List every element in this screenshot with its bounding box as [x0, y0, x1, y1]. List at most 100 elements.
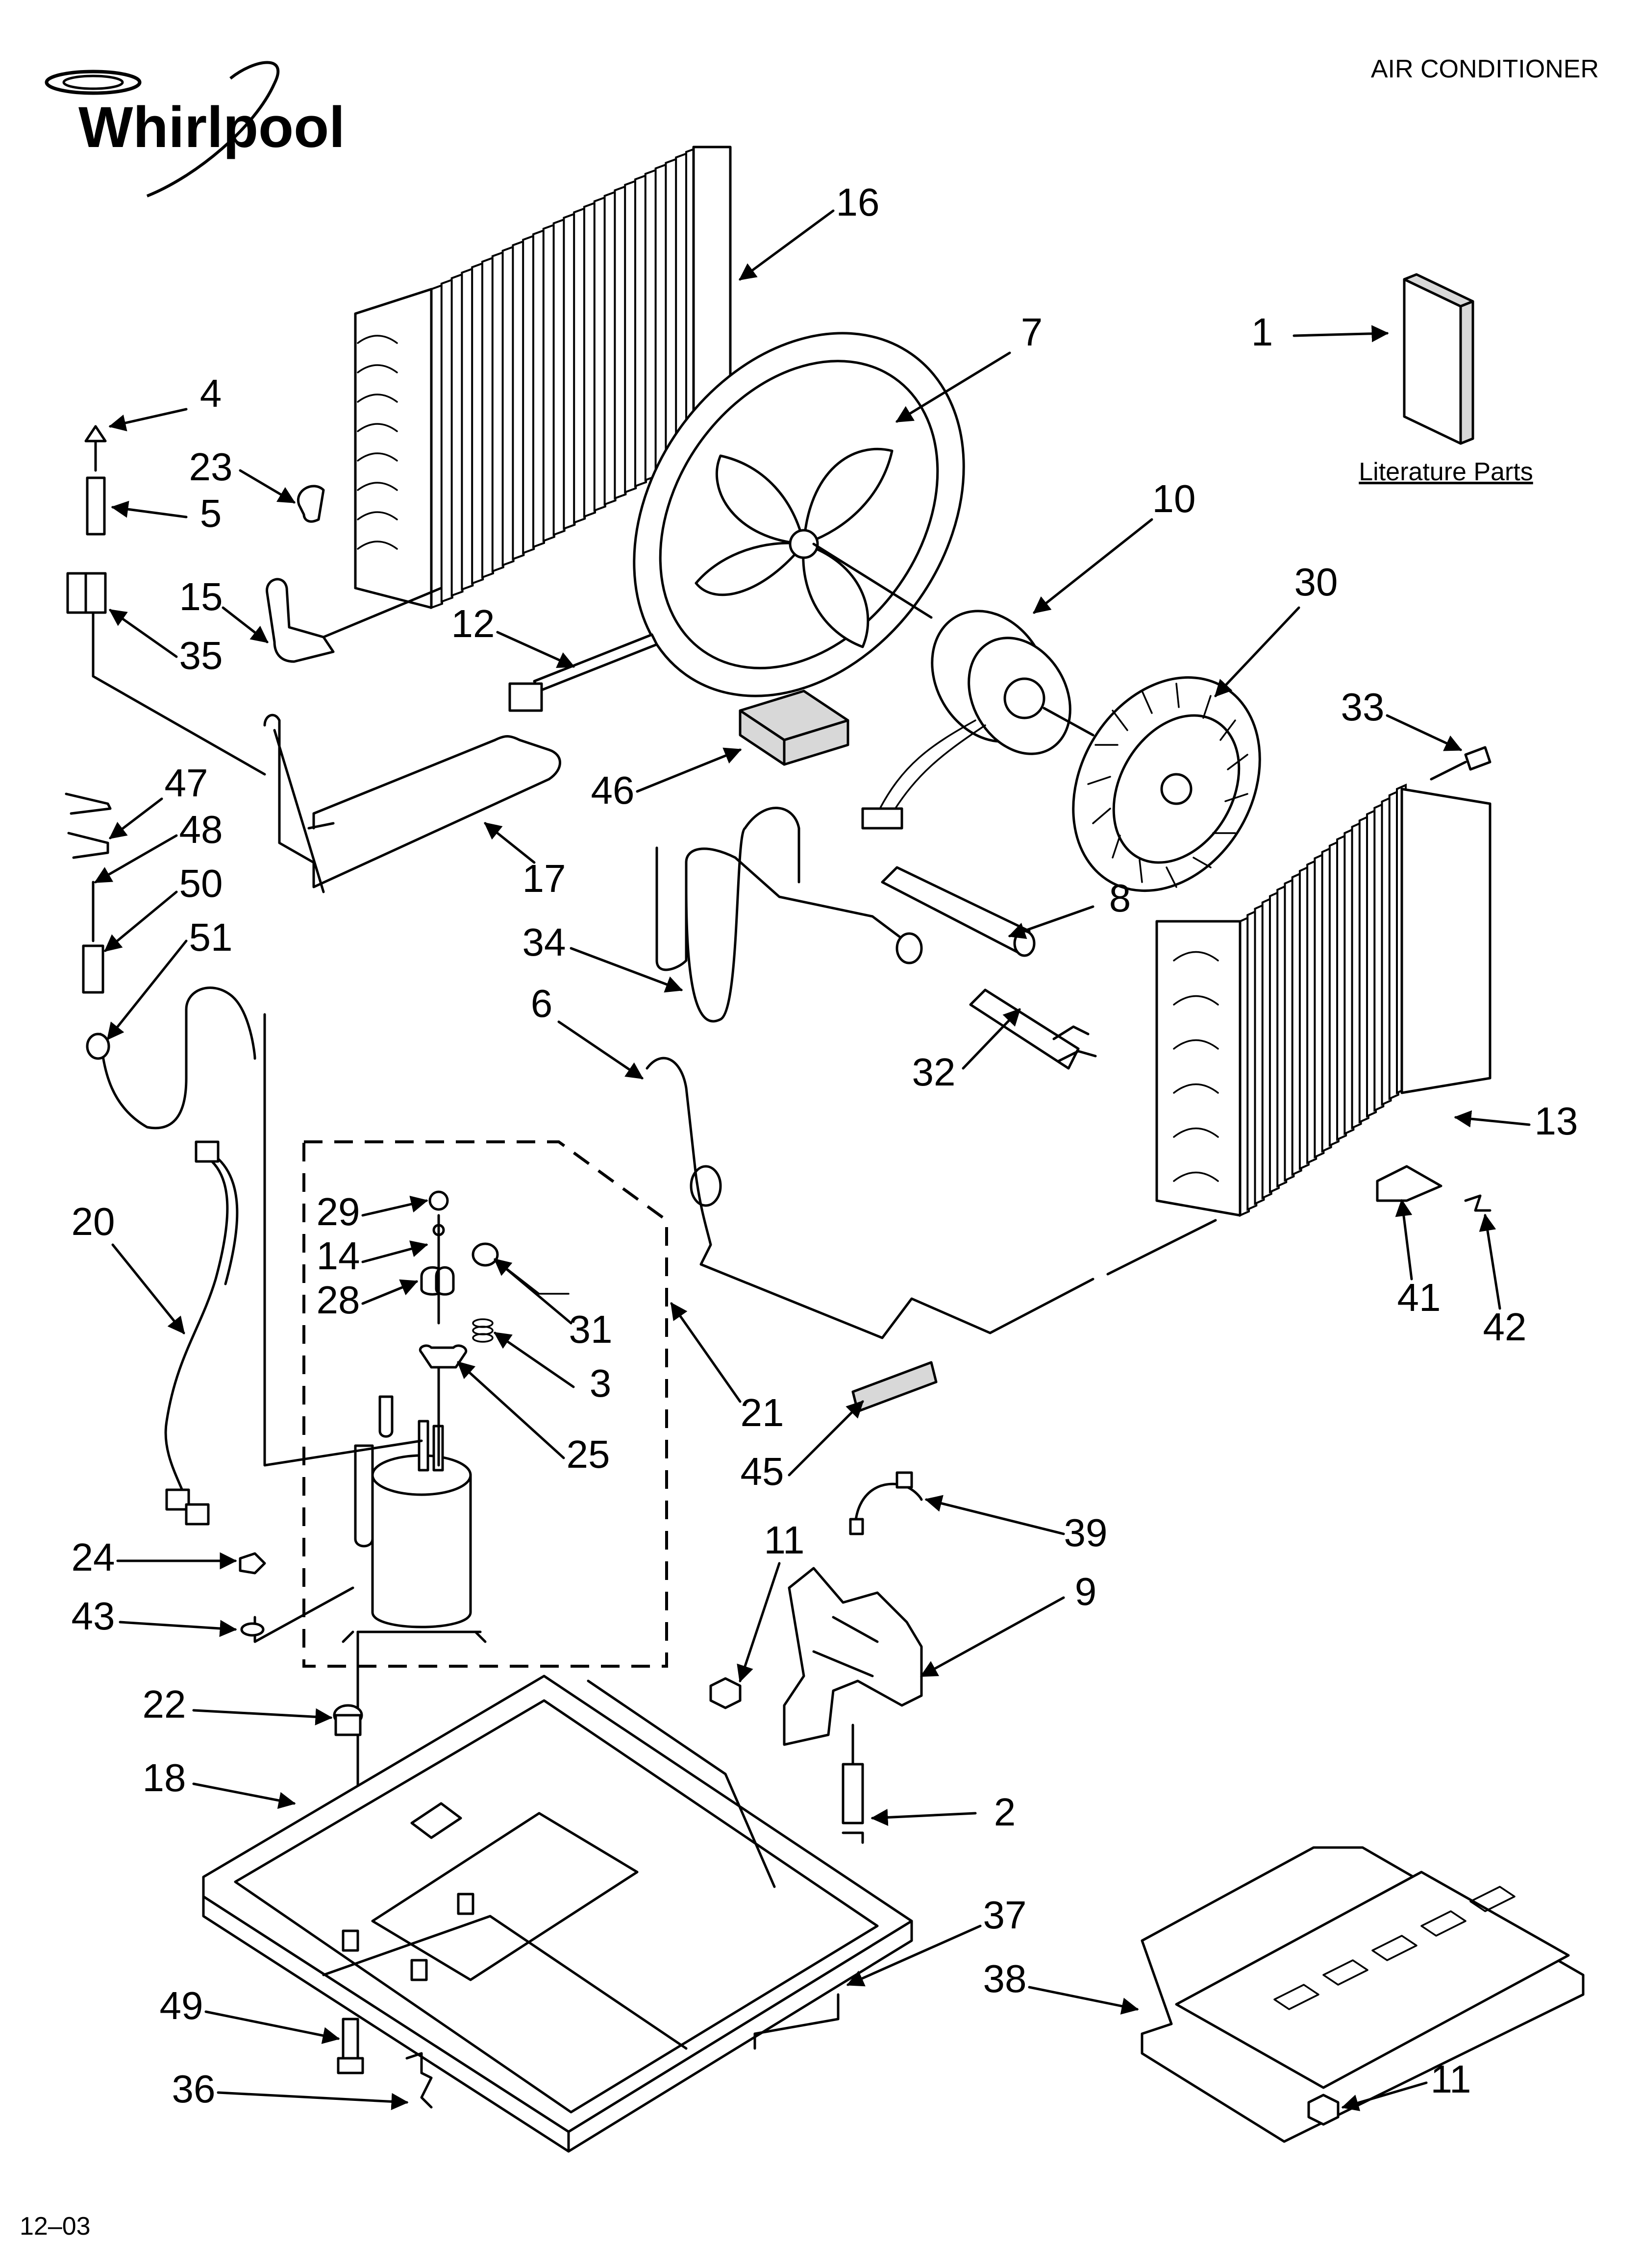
header-title: AIR CONDITIONER [1371, 55, 1599, 83]
leader-35 [109, 609, 178, 658]
callout-29: 29 [317, 1190, 360, 1233]
fittings-47-48-illustration [65, 792, 112, 859]
terminal-2-illustration [842, 1724, 864, 1844]
callout-34: 34 [522, 920, 566, 964]
callout-33: 33 [1341, 685, 1385, 729]
leader-15 [222, 606, 269, 643]
coil-fin [430, 284, 443, 609]
coil-fin [450, 272, 464, 597]
leader-50 [104, 890, 178, 952]
leader-12 [496, 631, 575, 668]
leader-30 [1214, 606, 1300, 697]
leader-5 [111, 500, 188, 518]
leader-42 [1479, 1213, 1501, 1310]
coil-fin [634, 174, 647, 488]
callout-11-lower: 11 [1430, 2057, 1471, 2101]
condenser-coil-frame [354, 146, 732, 609]
callout-36: 36 [172, 2067, 216, 2111]
leader-28 [361, 1279, 419, 1305]
leader-38 [1028, 1986, 1139, 2015]
coil-fin [644, 168, 657, 482]
callout-18: 18 [143, 1756, 186, 1800]
blower-wheel-illustration [1072, 676, 1261, 892]
callout-5: 5 [200, 492, 222, 535]
brand-wordmark: Whirlpool [78, 95, 345, 160]
callout-45: 45 [741, 1450, 784, 1493]
callout-23: 23 [189, 445, 233, 489]
tube-5-illustration [86, 476, 106, 536]
callout-10: 10 [1152, 477, 1196, 520]
foam-strip-45-illustration [851, 1361, 938, 1413]
leader-33 [1386, 714, 1463, 751]
leader-10 [1033, 518, 1153, 614]
coil-fin [675, 152, 688, 464]
evaporator-coil-frame [1155, 788, 1492, 1217]
cable-tie-illustration [508, 633, 658, 712]
leader-49 [204, 2010, 340, 2044]
callout-38: 38 [983, 1957, 1027, 2000]
coil-fin [471, 262, 484, 585]
leader-17 [484, 822, 536, 864]
screw-42-illustration [1464, 1194, 1492, 1212]
leader-29 [361, 1196, 428, 1217]
leader-16 [739, 209, 835, 281]
coupling-35-illustration [66, 572, 266, 776]
callout-9: 9 [1075, 1570, 1097, 1613]
callout-21: 21 [741, 1391, 784, 1434]
callout-50: 50 [179, 862, 223, 905]
leader-3 [494, 1331, 575, 1388]
compressor-illustration [342, 1395, 487, 1643]
callout-4: 4 [200, 371, 222, 415]
leader-25 [457, 1361, 565, 1459]
wire-39-illustration [849, 1471, 923, 1535]
leader-18 [192, 1782, 296, 1809]
base-pan-illustration [202, 1675, 913, 2153]
bracket-41-illustration [1376, 1165, 1442, 1202]
fan-blades [695, 447, 894, 648]
fan-motor-illustration [812, 542, 1094, 830]
coil-fin [603, 190, 617, 506]
leader-13 [1454, 1110, 1531, 1128]
condenser-return-bends [357, 335, 398, 550]
leader-14 [361, 1240, 428, 1263]
callout-8: 8 [1109, 876, 1131, 920]
valve-cap-4-illustration [84, 425, 107, 472]
coil-fin [573, 207, 586, 524]
coil-fin [614, 185, 627, 500]
callout-35: 35 [179, 634, 223, 677]
leader-9 [920, 1596, 1065, 1677]
callout-30: 30 [1294, 560, 1338, 604]
leader-31 [494, 1258, 572, 1325]
coil-fin [481, 256, 494, 579]
clip-23-illustration [297, 485, 325, 523]
literature-parts-label: Literature Parts [1359, 458, 1533, 486]
coil-fin [583, 201, 596, 518]
callout-43: 43 [72, 1594, 115, 1638]
leader-46 [636, 747, 742, 793]
whirlpool-logo: Whirlpool [45, 61, 345, 197]
piping-lines-illustration [253, 1013, 423, 1888]
leader-20 [111, 1243, 185, 1334]
compressor-hardware-illustration [419, 1190, 570, 1467]
coil-fin [654, 163, 668, 476]
callout-22: 22 [143, 1682, 186, 1726]
coil-fin [491, 250, 504, 573]
coil-fin [563, 212, 576, 530]
callout-14: 14 [317, 1234, 360, 1278]
leader-45 [788, 1400, 864, 1477]
bolt-49-illustration [337, 2018, 364, 2074]
callout-47: 47 [165, 761, 208, 805]
leader-39 [924, 1495, 1065, 1535]
leader-7 [895, 351, 1011, 423]
spring-3-illustration [472, 1318, 494, 1343]
nut-11a-illustration [709, 1677, 742, 1709]
callout-25: 25 [567, 1432, 610, 1476]
leader-47 [109, 797, 163, 839]
callout-32: 32 [912, 1050, 956, 1094]
leader-22 [192, 1708, 333, 1726]
callout-6: 6 [531, 982, 553, 1025]
callout-16: 16 [836, 180, 880, 224]
grommet-22-illustration [333, 1704, 363, 1736]
leader-21 [670, 1302, 742, 1403]
